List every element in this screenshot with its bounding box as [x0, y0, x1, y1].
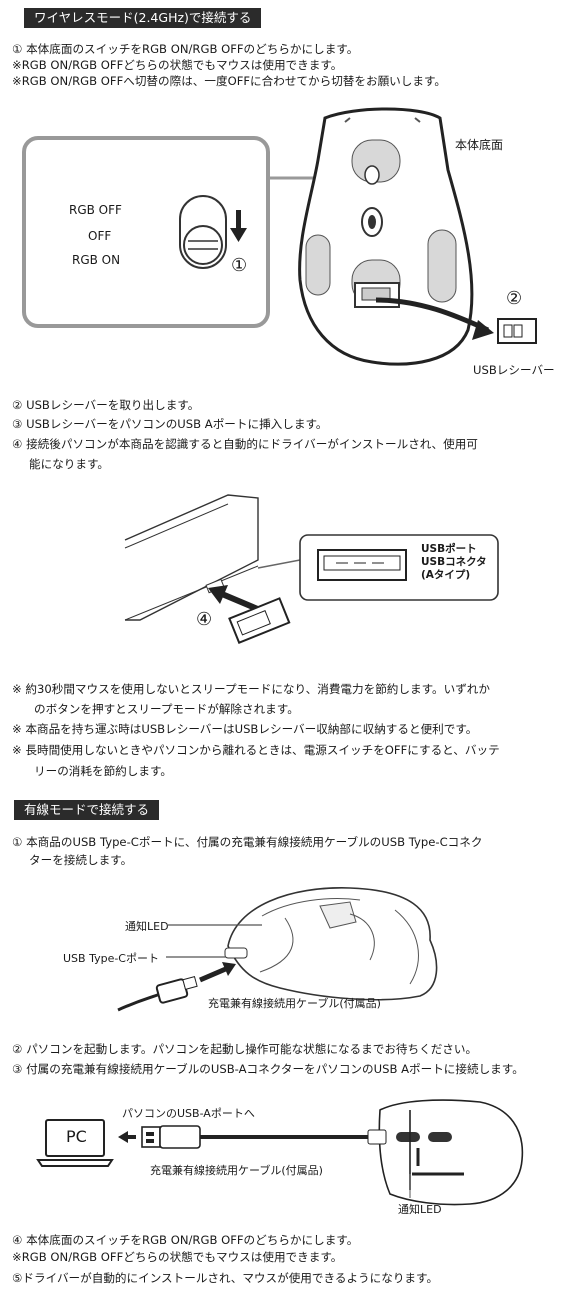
cable-label: 充電兼有線接続用ケーブル(付属品) — [208, 997, 381, 1010]
pc-connection-illustration — [36, 1099, 524, 1206]
pc-label: PC — [66, 1127, 87, 1146]
switch-callout-box — [22, 136, 270, 328]
wireless-step-2: ② USBレシーバーを取り出します。 — [12, 398, 200, 412]
wireless-step-4-line-2: 能になります。 — [29, 457, 109, 471]
usb-a-connector-icon — [141, 1125, 201, 1149]
usb-receiver-icon — [497, 318, 537, 344]
step-marker-1: ① — [231, 255, 248, 276]
wireless-step-3: ③ USBレシーバーをパソコンのUSB Aポートに挿入します。 — [12, 417, 328, 431]
wireless-mode-heading: ワイヤレスモード(2.4GHz)で接続する — [24, 8, 262, 28]
wired-step-1-line-1: ① 本商品のUSB Type-Cポートに、付属の充電兼有線接続用ケーブルのUSB… — [12, 835, 483, 849]
usb-receiver-insert-icon — [228, 597, 291, 645]
wired-step-1-line-2: ターを接続します。 — [29, 853, 133, 867]
usb-port-label: USBポート — [421, 543, 477, 555]
typec-port-label: USB Type-Cポート — [63, 952, 159, 965]
mouse-bottom-label: 本体底面 — [455, 138, 504, 152]
cable-label-2: 充電兼有線接続用ケーブル(付属品) — [150, 1164, 323, 1177]
pc-usb-a-port-label: パソコンのUSB-Aポートへ — [122, 1107, 255, 1120]
wired-note-4: ※RGB ON/RGB OFFどちらの状態でもマウスは使用できます。 — [12, 1250, 343, 1264]
wireless-note-battery-1: ※ 長時間使用しないときやパソコンから離れるときは、電源スイッチをOFFにすると… — [12, 743, 500, 757]
usb-type-a-label: (Aタイプ) — [421, 569, 471, 581]
down-arrow-icon — [230, 210, 247, 242]
switch-label-rgb-off: RGB OFF — [69, 203, 122, 217]
switch-label-rgb-on: RGB ON — [72, 253, 121, 267]
wireless-note-battery-2: リーの消耗を節約します。 — [34, 764, 172, 778]
step-marker-4: ④ — [196, 609, 213, 630]
mouse-bottom-illustration — [22, 107, 537, 366]
typec-insert-arrow-icon — [199, 962, 236, 983]
to-pc-arrow-icon — [118, 1131, 136, 1143]
wireless-note-2: ※RGB ON/RGB OFFへ切替の際は、一度OFFに合わせてから切替をお願い… — [12, 74, 446, 88]
notification-led-label-2: 通知LED — [398, 1203, 442, 1216]
usb-a-port-icon — [317, 549, 407, 581]
wireless-note-sleep-2: のボタンを押すとスリープモードが解除されます。 — [34, 702, 299, 716]
wired-step-2: ② パソコンを起動します。パソコンを起動し操作可能な状態になるまでお待ちください… — [12, 1042, 478, 1056]
mouse-side-view — [224, 887, 438, 1001]
typec-cable-icon — [117, 976, 198, 1012]
wired-step-4: ④ 本体底面のスイッチをRGB ON/RGB OFFのどちらかにします。 — [12, 1233, 359, 1247]
wireless-note-sleep-1: ※ 約30秒間マウスを使用しないとスリープモードになり、消費電力を節約します。い… — [12, 682, 490, 696]
slide-switch-graphic — [179, 195, 227, 269]
insert-arrow-icon — [208, 585, 262, 613]
typec-connection-illustration — [117, 887, 438, 1012]
wireless-step-1: ① 本体底面のスイッチをRGB ON/RGB OFFのどちらかにします。 — [12, 42, 359, 56]
port-leader-line — [257, 559, 301, 569]
step-marker-2: ② — [506, 288, 523, 309]
wireless-note-1: ※RGB ON/RGB OFFどちらの状態でもマウスは使用できます。 — [12, 58, 343, 72]
wireless-step-4-line-1: ④ 接続後パソコンが本商品を認識すると自動的にドライバーがインストールされ、使用… — [12, 437, 478, 451]
usb-receiver-label: USBレシーバー — [473, 363, 555, 377]
wired-step-3: ③ 付属の充電兼有線接続用ケーブルのUSB-AコネクターをパソコンのUSB Aポ… — [12, 1062, 524, 1076]
switch-label-off: OFF — [88, 229, 112, 243]
wired-mode-heading: 有線モードで接続する — [14, 800, 160, 820]
laptop-pc-icon — [36, 1119, 114, 1167]
usb-connector-label: USBコネクタ — [421, 556, 487, 568]
mouse-bottom-view — [298, 107, 474, 366]
laptop-usb-illustration — [124, 494, 499, 645]
wired-step-5: ⑤ドライバーが自動的にインストールされ、マウスが使用できるようになります。 — [12, 1271, 439, 1285]
receiver-arrowhead — [472, 320, 494, 340]
notification-led-label: 通知LED — [125, 920, 169, 933]
mouse-top-view — [367, 1099, 524, 1206]
wireless-note-storage: ※ 本商品を持ち運ぶ時はUSBレシーバーはUSBレシーバー収納部に収納すると便利… — [12, 722, 478, 736]
